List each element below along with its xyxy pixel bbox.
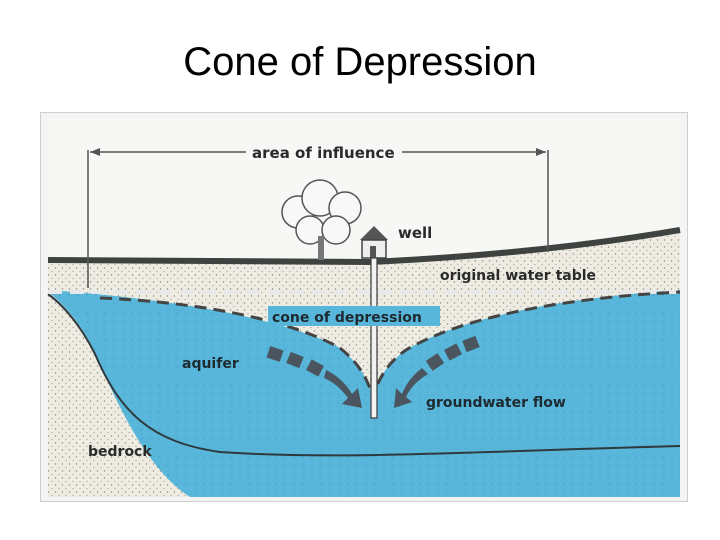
- diagram-svg: area of influence well original water ta…: [39, 111, 689, 503]
- original-water-table-label: original water table: [440, 268, 596, 284]
- aquifer-label: aquifer: [182, 356, 239, 372]
- tree-icon: [281, 179, 362, 260]
- bedrock-boundary: [47, 293, 681, 457]
- ground-surface-line: [47, 227, 681, 266]
- area-of-influence-arrowhead-left: [90, 148, 100, 156]
- aquifer-water: [48, 290, 680, 497]
- groundwater-flow-label: groundwater flow: [426, 395, 566, 411]
- area-of-influence-label-bg: [246, 142, 402, 162]
- slide-title: Cone of Depression: [183, 40, 537, 84]
- cone-of-depression-label-bg: [268, 306, 440, 326]
- groundwater-flow-label-bg: [422, 391, 580, 411]
- well-casing: [370, 257, 378, 419]
- well-label: well: [398, 224, 432, 242]
- area-of-influence-label: area of influence: [252, 144, 395, 162]
- cone-of-depression-diagram: area of influence well original water ta…: [39, 111, 689, 503]
- flow-arrow-left: [266, 346, 362, 408]
- bedrock-label: bedrock: [88, 444, 152, 460]
- area-of-influence-arrowhead-right: [536, 148, 546, 156]
- house-icon: [360, 226, 388, 259]
- cone-of-depression-label: cone of depression: [272, 310, 422, 326]
- bedrock-layer: [48, 294, 190, 497]
- flow-arrow-right: [394, 335, 480, 408]
